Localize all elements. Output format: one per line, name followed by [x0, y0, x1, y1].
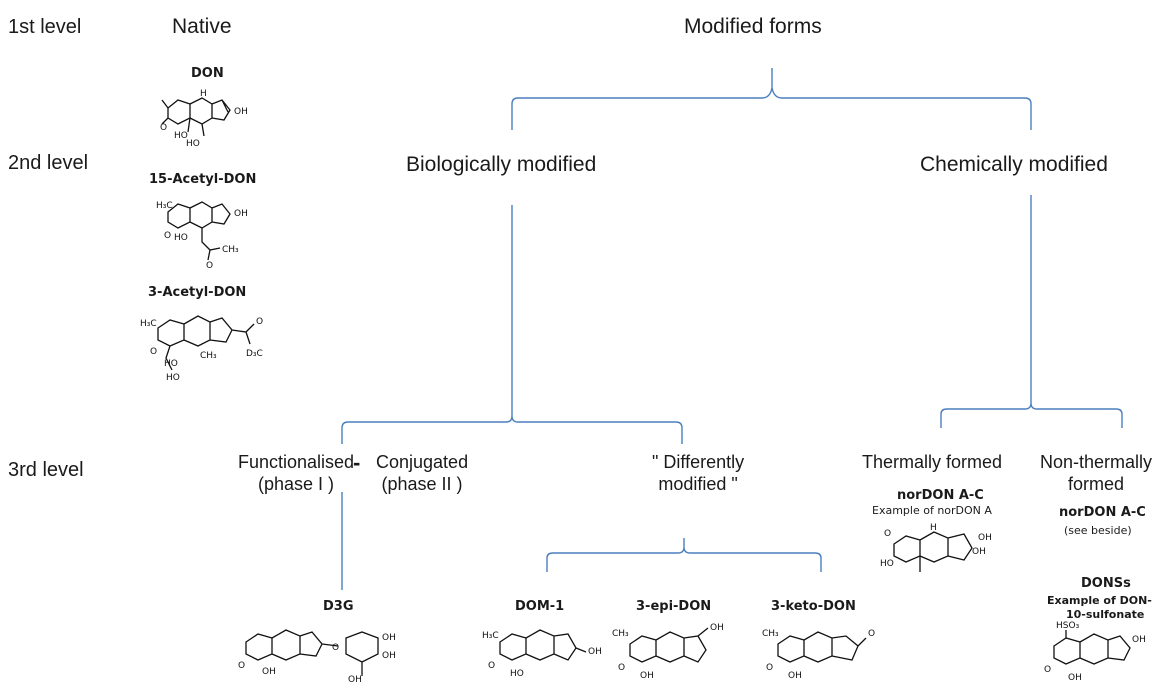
svg-text:H: H [200, 89, 207, 99]
acetyl15-structure-icon: H₃C OH O HO CH₃ O [156, 201, 248, 271]
svg-text:CH₃: CH₃ [762, 629, 779, 639]
svg-text:H₃C: H₃C [482, 631, 499, 641]
epi3-structure-icon: CH₃ O OH OH [612, 623, 724, 681]
svg-text:OH: OH [382, 633, 396, 643]
svg-text:O: O [238, 661, 245, 671]
svg-text:CH₃: CH₃ [222, 245, 239, 255]
molecule-note-donss-1: Example of DON- [1047, 594, 1152, 607]
molecule-label-nordon-nonthermal: norDON A-C [1059, 505, 1146, 520]
svg-text:O: O [488, 661, 495, 671]
svg-text:OH: OH [348, 675, 362, 685]
molecule-label-d3g: D3G [323, 599, 354, 614]
svg-text:O: O [164, 231, 171, 241]
svg-text:O: O [332, 643, 339, 653]
chemically-modified-header: Chemically modified [920, 153, 1108, 176]
molecule-label-3-keto-don: 3-keto-DON [771, 599, 856, 614]
svg-text:O: O [150, 347, 157, 357]
svg-text:O: O [618, 663, 625, 673]
bio-third-brace [341, 410, 683, 444]
svg-text:HO: HO [164, 359, 178, 369]
svg-text:HO: HO [174, 131, 188, 141]
svg-text:OH: OH [234, 107, 248, 117]
modified-forms-header: Modified forms [684, 15, 822, 38]
svg-text:HO: HO [510, 669, 524, 679]
svg-text:OH: OH [382, 651, 396, 661]
differently-modified-label: " Differently modified " [652, 452, 745, 494]
svg-text:O: O [766, 663, 773, 673]
svg-text:HO: HO [186, 139, 200, 149]
svg-text:OH: OH [788, 671, 802, 681]
level-2-label: 2nd level [8, 152, 89, 174]
native-header: Native [172, 15, 232, 38]
acetyl3-structure-icon: H₃C O HO CH₃ O D₃C HO [140, 315, 263, 383]
svg-text:HO: HO [174, 233, 188, 243]
molecule-label-3-epi-don: 3-epi-DON [636, 599, 712, 614]
chem-third-brace [940, 396, 1123, 428]
nordon-structure-icon: O HO H OH OH [880, 523, 992, 572]
donss-structure-icon: HSO₃ OH O OH [1044, 621, 1146, 683]
svg-text:OH: OH [234, 209, 248, 219]
differently-modified-brace [546, 538, 822, 572]
level-1-label: 1st level [8, 16, 82, 38]
svg-text:D₃C: D₃C [246, 349, 263, 359]
thermally-formed-label: Thermally formed [862, 452, 1003, 472]
non-thermally-formed-label: Non-thermally formed [1040, 452, 1153, 494]
level-3-label: 3rd level [8, 459, 84, 481]
svg-text:H₃C: H₃C [156, 201, 173, 211]
svg-text:O: O [884, 529, 891, 539]
dom1-structure-icon: H₃C O HO OH [482, 629, 602, 679]
svg-text:H₃C: H₃C [140, 319, 157, 329]
modified-forms-brace [511, 68, 1032, 130]
don-structure-icon: O H OH HO HO [160, 89, 248, 149]
svg-text:CH₃: CH₃ [200, 351, 217, 361]
conjugated-label: Conjugated (phase II ) [376, 452, 469, 494]
svg-text:HO: HO [880, 559, 894, 569]
molecule-label-dom-1: DOM-1 [515, 599, 565, 614]
svg-text:OH: OH [588, 647, 602, 657]
svg-text:OH: OH [640, 671, 654, 681]
d3g-structure-icon: O OH O OH OH OH [238, 629, 396, 685]
svg-text:OH: OH [1132, 635, 1146, 645]
molecule-label-15-acetyl-don: 15-Acetyl-DON [149, 172, 257, 187]
molecule-label-nordon-thermal: norDON A-C [897, 488, 984, 503]
molecule-note-donss-2: 10-sulfonate [1066, 608, 1145, 621]
molecule-note-nordon-thermal: Example of norDON A [872, 504, 992, 517]
svg-text:HSO₃: HSO₃ [1056, 621, 1080, 631]
svg-text:O: O [256, 317, 263, 327]
biologically-modified-header: Biologically modified [406, 153, 597, 176]
svg-text:OH: OH [978, 533, 992, 543]
svg-text:OH: OH [710, 623, 724, 633]
svg-text:OH: OH [1068, 673, 1082, 683]
svg-text:H: H [930, 523, 937, 533]
svg-text:CH₃: CH₃ [612, 629, 629, 639]
svg-text:O: O [1044, 665, 1051, 675]
svg-text:O: O [868, 629, 875, 639]
molecule-note-nordon-nonthermal: (see beside) [1064, 524, 1132, 537]
separator-dash: - [353, 450, 361, 475]
svg-text:O: O [160, 123, 167, 133]
svg-text:OH: OH [262, 667, 276, 677]
functionalised-label: Functionalised (phase I ) [238, 452, 355, 494]
svg-text:O: O [206, 261, 213, 271]
molecule-label-3-acetyl-don: 3-Acetyl-DON [148, 285, 247, 300]
molecule-label-don: DON [191, 66, 224, 81]
svg-text:HO: HO [166, 373, 180, 383]
keto3-structure-icon: CH₃ O OH O [762, 629, 875, 681]
svg-text:OH: OH [972, 547, 986, 557]
molecule-label-donss: DONSs [1081, 576, 1131, 591]
